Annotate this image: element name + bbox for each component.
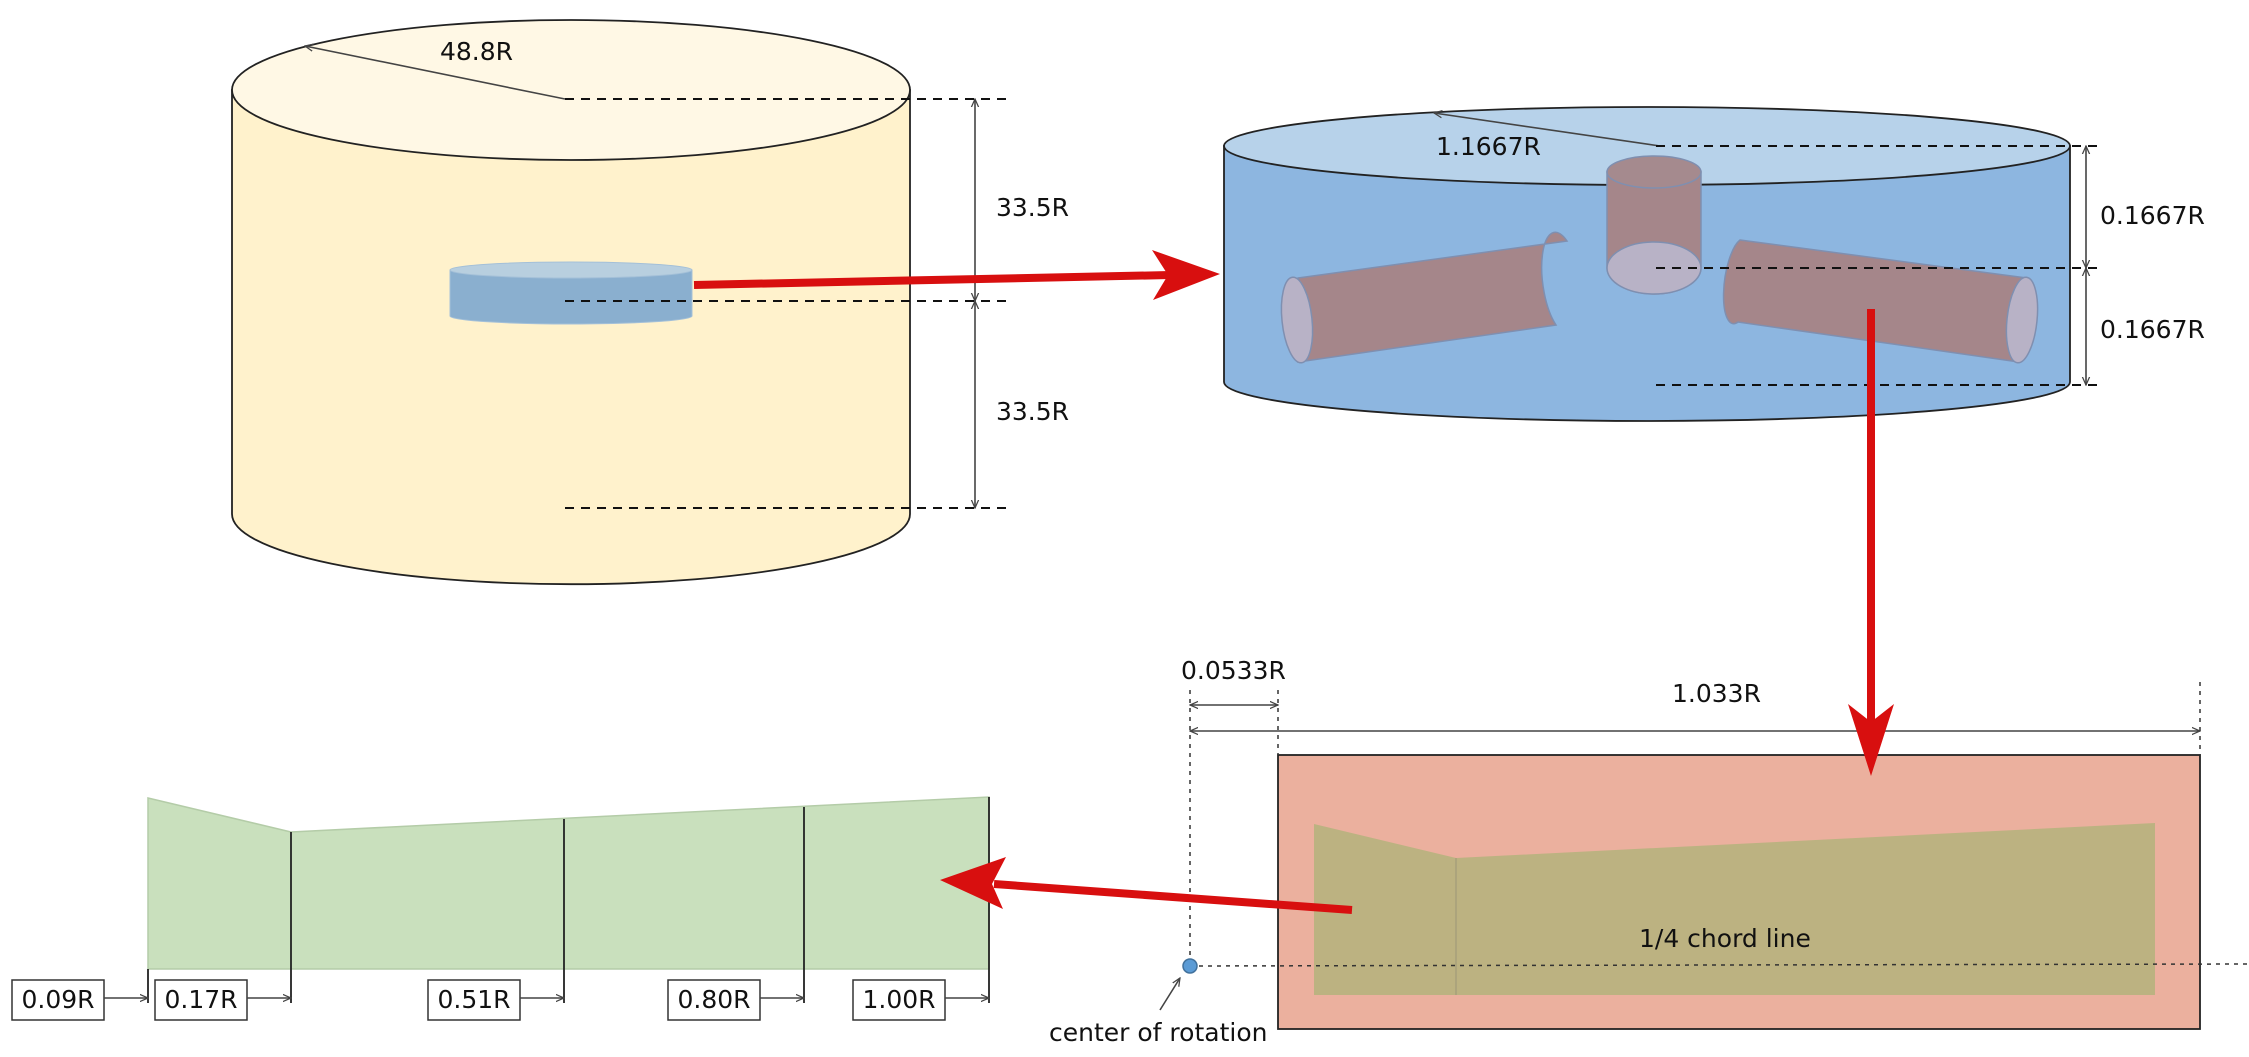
hinge-offset-label: 0.0533R <box>1181 656 1286 685</box>
station-tag-0.17R: 0.17R <box>154 979 291 1021</box>
station-tag-1.00R: 1.00R <box>852 979 989 1021</box>
arrow-domain-to-rotor <box>693 250 1220 300</box>
svg-text:0.17R: 0.17R <box>164 985 237 1014</box>
rotor-radius-label: 1.1667R <box>1436 132 1541 161</box>
domain-cylinder-body <box>231 89 911 586</box>
quarter-chord-line <box>1189 963 2249 967</box>
domain-cylinder: 48.8R 33.5R 33.5R <box>231 19 1069 586</box>
rotation-center-point <box>1182 958 1198 974</box>
domain-cylinder-top <box>231 19 911 161</box>
flow-arrows <box>693 250 1894 914</box>
domain-lower-height-label: 33.5R <box>996 397 1069 426</box>
rotation-center-label: center of rotation <box>1049 1018 1267 1047</box>
blade-sections: 0.09R 0.17R 0.51R 0.80R 1.00R <box>11 796 990 1021</box>
rotor-upper-height-label: 0.1667R <box>2100 201 2205 230</box>
rotor-blade-right <box>1722 239 2039 364</box>
domain-radius-line <box>305 46 566 100</box>
blade-sections-shape <box>147 796 990 970</box>
blade-planform-shape <box>1314 823 2155 995</box>
tip-span-label: 1.033R <box>1672 679 1761 708</box>
station-tag-0.51R: 0.51R <box>427 979 564 1021</box>
station-tag-0.80R: 0.80R <box>667 979 804 1021</box>
quarter-chord-label: 1/4 chord line <box>1639 924 1811 953</box>
rotor-blade-left <box>1280 231 1569 364</box>
domain-radius-label: 48.8R <box>440 37 513 66</box>
rotor-radius-line <box>1434 113 1661 147</box>
domain-upper-height-label: 33.5R <box>996 193 1069 222</box>
station-tag-0.09R: 0.09R <box>11 979 148 1021</box>
rotor-hub <box>1606 155 1702 295</box>
svg-text:0.09R: 0.09R <box>21 985 94 1014</box>
blade-planform: 0.0533R 1.033R 1/4 chord line center of … <box>1049 656 2249 1047</box>
rotor-zone: 1.1667R 0.1667R 0.1667R <box>1223 106 2205 422</box>
arrow-planform-to-sections <box>940 857 1353 914</box>
svg-text:0.80R: 0.80R <box>677 985 750 1014</box>
rotor-lower-height-label: 0.1667R <box>2100 315 2205 344</box>
embedded-rotor-disc <box>449 261 693 325</box>
svg-text:1.00R: 1.00R <box>862 985 935 1014</box>
arrow-rotor-to-planform <box>1848 309 1894 776</box>
svg-text:0.51R: 0.51R <box>437 985 510 1014</box>
rotation-center-pointer <box>1159 978 1180 1011</box>
